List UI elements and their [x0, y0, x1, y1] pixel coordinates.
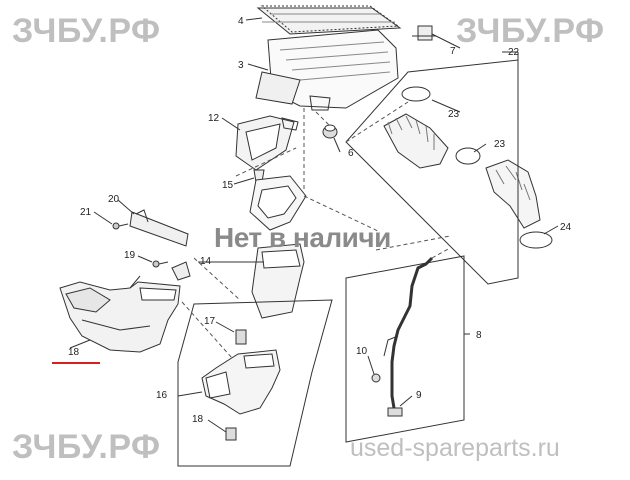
- clip-7-drawing: [412, 25, 436, 41]
- callout-18: 18: [68, 347, 80, 358]
- callout-7: 7: [450, 46, 456, 57]
- callout-23-lower: 23: [494, 139, 506, 150]
- highlighted-part-underline: [52, 362, 100, 364]
- callout-11: 12: [208, 113, 220, 124]
- callout-23-upper: 23: [448, 109, 460, 120]
- assembly-lines: [181, 101, 451, 359]
- bracket-20-drawing: [129, 209, 189, 247]
- callout-10: 10: [356, 346, 368, 357]
- hose-23-drawing: [383, 86, 481, 169]
- group-15-frame: [177, 299, 333, 467]
- callout-8: 8: [476, 330, 482, 341]
- callout-labels: 4 3 7 6 12 15 14 23 23 22 24 20 21 19 8 …: [68, 16, 572, 425]
- stock-status-overlay: Нет в наличи: [214, 222, 391, 253]
- callout-17: 18: [192, 414, 204, 425]
- callout-19: 19: [124, 250, 136, 261]
- air-filter-housing-drawing: [255, 29, 399, 111]
- watermark-top-left: ЗЧБУ.РФ: [12, 12, 161, 50]
- callout-3: 3: [238, 60, 244, 71]
- callout-14: 15: [222, 180, 234, 191]
- watermark-top-right: ЗЧБУ.РФ: [456, 12, 605, 50]
- lower-housing-15-drawing: [201, 329, 281, 441]
- leader-lines: [69, 17, 559, 433]
- callout-15: 16: [156, 390, 168, 401]
- resonator-11-drawing: [235, 115, 299, 171]
- group-8-frame: [345, 255, 465, 443]
- callout-6: 6: [348, 148, 354, 159]
- group-22-frame: [345, 59, 519, 285]
- air-filter-lid-drawing: [256, 5, 402, 35]
- callout-22: 22: [508, 47, 520, 58]
- pipe-22-drawing: [485, 159, 553, 249]
- watermark-bottom-left: ЗЧБУ.РФ: [12, 428, 161, 466]
- watermark-bottom-right: used-spareparts.ru: [350, 434, 560, 462]
- callout-4: 4: [238, 16, 244, 27]
- intake-duct-12-drawing: [249, 175, 307, 319]
- callout-12: 14: [200, 256, 212, 267]
- vent-hose-8-drawing: [371, 256, 434, 417]
- grommet-6-drawing: [322, 124, 338, 139]
- callout-16: 17: [204, 316, 216, 327]
- callout-24: 24: [560, 222, 572, 233]
- intake-duct-18-drawing: [59, 281, 181, 353]
- callout-20: 20: [108, 194, 120, 205]
- callout-9: 9: [416, 390, 422, 401]
- callout-21: 21: [80, 207, 92, 218]
- screws-drawing: [112, 222, 191, 281]
